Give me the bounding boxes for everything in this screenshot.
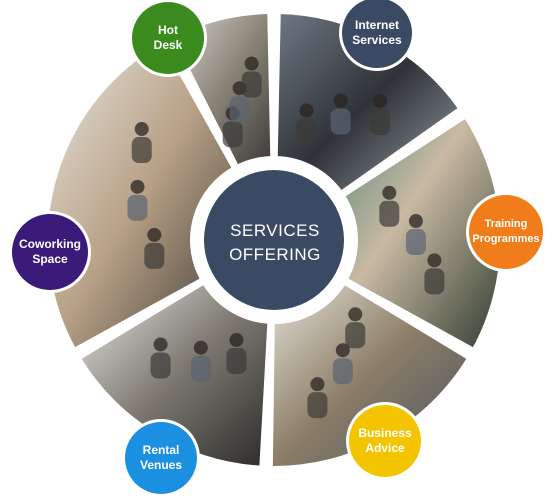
person-body-rental-venues-2 [150, 352, 171, 379]
person-body-business-advice-2 [307, 392, 328, 419]
person-head-training-programmes-1 [408, 214, 423, 229]
person-head-coworking-space-2 [134, 122, 149, 137]
badge-business-advice [349, 405, 421, 477]
person-body-rental-venues-1 [190, 355, 211, 382]
person-body-hot-desk-0 [222, 121, 243, 148]
person-body-business-advice-0 [345, 322, 366, 349]
person-body-internet-services-0 [296, 118, 317, 145]
center-title: SERVICES OFFERING [229, 221, 321, 264]
person-head-training-programmes-0 [382, 185, 397, 200]
person-head-business-advice-2 [310, 377, 325, 392]
person-head-training-programmes-2 [427, 253, 442, 268]
person-head-business-advice-0 [348, 307, 363, 322]
badge-coworking-space [12, 214, 88, 290]
badge-internet-services [342, 0, 412, 68]
person-body-coworking-space-0 [144, 242, 165, 269]
person-body-training-programmes-2 [424, 268, 445, 295]
person-head-hot-desk-2 [244, 56, 259, 71]
person-head-business-advice-1 [335, 343, 350, 358]
person-body-training-programmes-1 [405, 229, 426, 256]
person-body-coworking-space-1 [127, 194, 148, 221]
person-body-hot-desk-2 [241, 71, 262, 98]
person-head-coworking-space-1 [130, 179, 145, 194]
badge-training-programmes [469, 195, 543, 269]
person-body-rental-venues-0 [226, 347, 247, 374]
person-head-rental-venues-1 [193, 340, 208, 355]
person-head-coworking-space-0 [147, 227, 162, 242]
person-body-coworking-space-2 [131, 137, 152, 164]
person-head-rental-venues-0 [229, 332, 244, 347]
person-body-hot-desk-1 [229, 96, 250, 123]
person-body-business-advice-1 [332, 358, 353, 385]
person-body-training-programmes-0 [379, 200, 400, 227]
person-body-internet-services-1 [330, 108, 351, 135]
badge-hot-desk [132, 2, 204, 74]
person-body-internet-services-2 [370, 108, 391, 135]
person-head-rental-venues-2 [153, 337, 168, 352]
person-head-internet-services-1 [333, 93, 348, 108]
badge-rental-venues [125, 422, 197, 494]
person-head-internet-services-0 [299, 103, 314, 118]
person-head-internet-services-2 [373, 93, 388, 108]
center-hub [204, 170, 344, 310]
